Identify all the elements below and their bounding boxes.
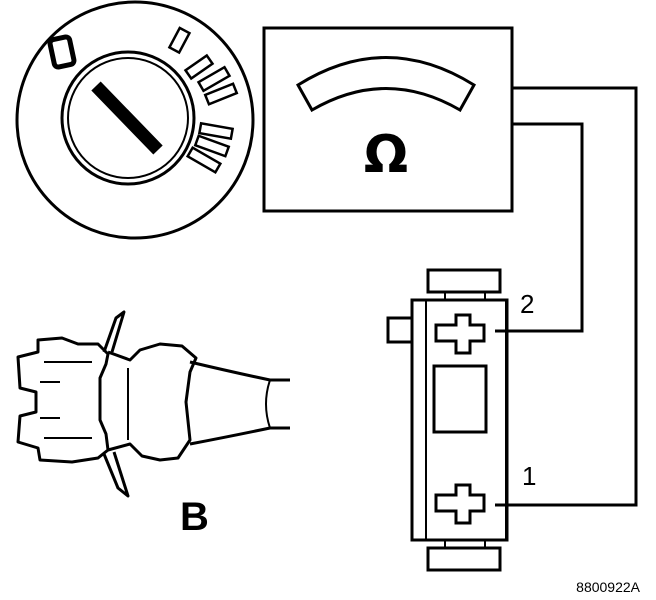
lead-to-terminal-1 [495, 86, 638, 507]
terminal-2-label: 2 [520, 289, 534, 319]
ohmmeter-body [262, 26, 514, 213]
ignition-switch [15, 0, 255, 240]
wire-harness [189, 360, 290, 446]
key-slot [91, 81, 163, 155]
plug-collar [107, 342, 198, 462]
switch-outer-ring [15, 0, 255, 240]
terminal-2-contact [434, 313, 486, 355]
connector-b-label: B [180, 495, 209, 539]
terminal-1-label: 1 [522, 461, 536, 491]
switch-position-marks [167, 26, 239, 175]
figure-code: 8800922A [576, 579, 641, 595]
lock-position-marker [47, 34, 77, 70]
switch-connector [386, 268, 509, 572]
connector-window [432, 364, 488, 434]
ohmmeter [262, 26, 514, 213]
ohmmeter-scale [295, 56, 477, 113]
locking-tab-bottom [102, 451, 130, 498]
test-leads [495, 86, 638, 507]
terminal-1-contact [434, 483, 486, 525]
plug-body [16, 336, 110, 464]
switch-inner-ring [60, 50, 196, 186]
lead-to-terminal-2 [495, 122, 584, 333]
ohm-symbol: Ω [364, 125, 408, 185]
locking-tab-top [102, 310, 126, 353]
connector-b-plug [16, 310, 290, 498]
